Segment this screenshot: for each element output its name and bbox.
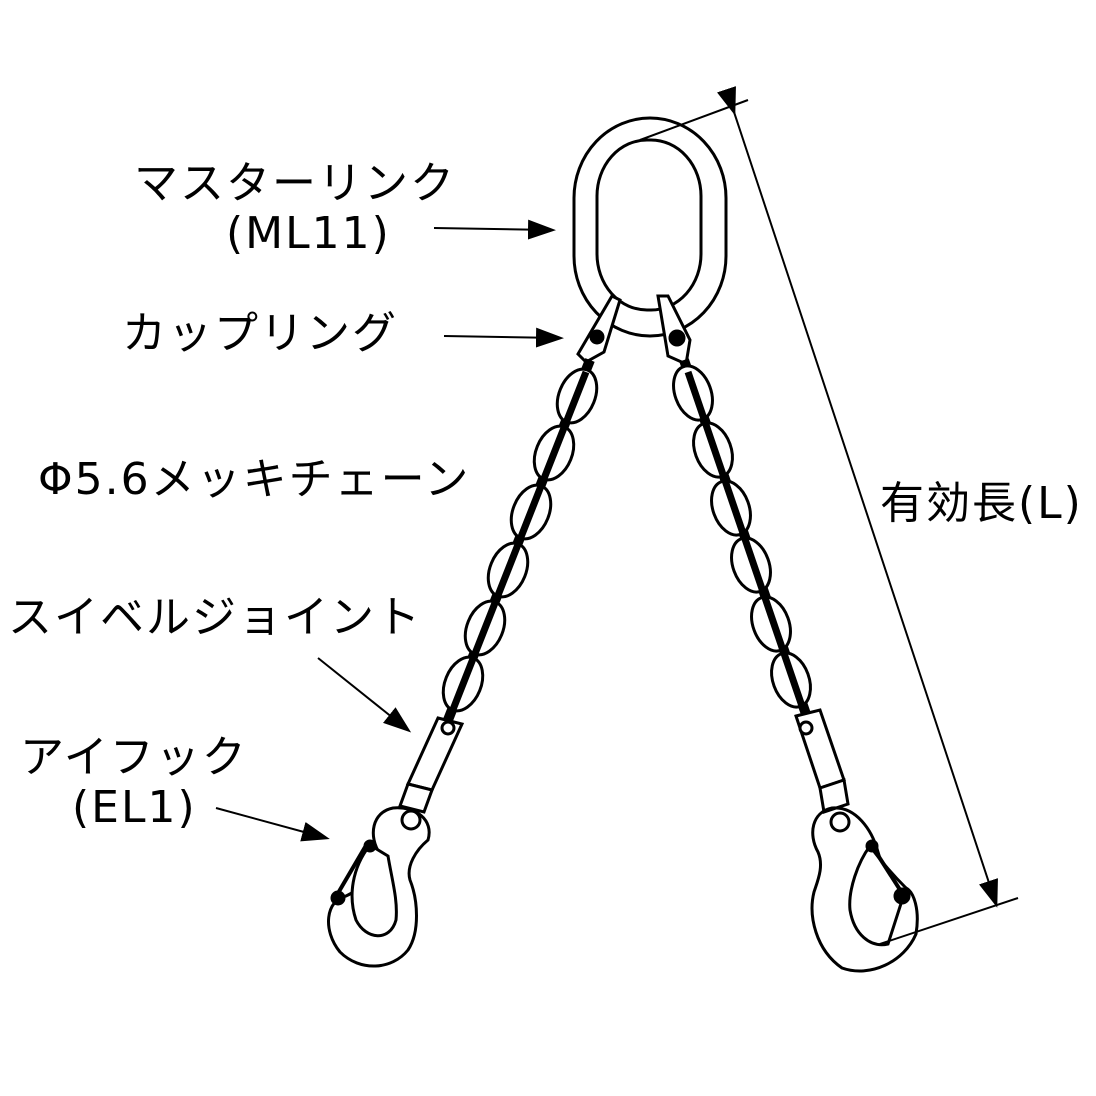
- coupling-icon: [576, 294, 692, 367]
- master-link-code-label: (ML11): [226, 208, 391, 259]
- left-eye-hook-icon: [327, 806, 431, 968]
- swivel-joint-arrow-icon: [317, 657, 412, 733]
- effective-length-dimension: [639, 86, 1019, 945]
- coupling-arrow-icon: [443, 327, 564, 348]
- master-link-arrow-icon: [433, 219, 556, 240]
- coupling-label: カップリング: [122, 308, 398, 359]
- swivel-joint-label: スイベルジョイント: [8, 592, 422, 643]
- chain-label: Φ5.6メッキチェーン: [38, 454, 471, 505]
- leader-arrows: [215, 219, 564, 842]
- eye-hook-arrow-icon: [215, 807, 330, 842]
- right-eye-hook-icon: [810, 806, 919, 973]
- left-chain-icon: [441, 358, 599, 722]
- right-chain-icon: [672, 358, 813, 722]
- master-link-label: マスターリンク: [134, 158, 456, 209]
- master-link-icon: [572, 116, 728, 338]
- eye-hook-code-label: (EL1): [72, 782, 197, 833]
- eye-hook-label: アイフック: [20, 732, 248, 783]
- left-swivel-joint-icon: [398, 716, 465, 831]
- effective-length-label: 有効長(L): [880, 478, 1083, 529]
